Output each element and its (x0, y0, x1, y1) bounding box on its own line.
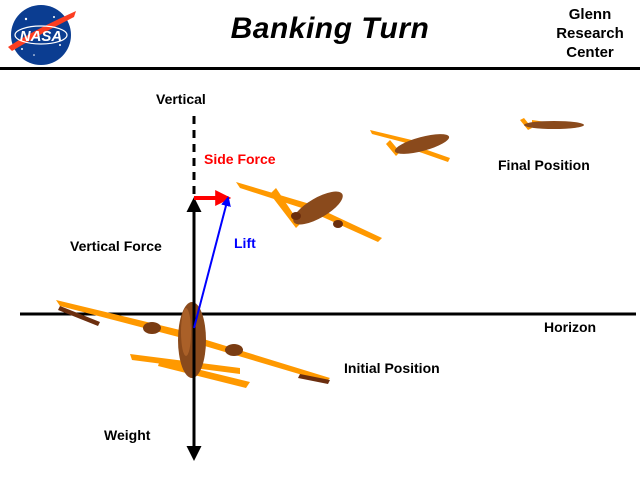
center-line-3: Center (566, 44, 614, 61)
page-title: Banking Turn (230, 12, 430, 45)
nasa-logo-icon: NASA (8, 5, 76, 65)
center-line-1: Glenn (568, 6, 612, 23)
aircraft-initial-position-icon (56, 300, 330, 388)
vertical-label: Vertical (156, 91, 206, 107)
logo-wordmark: NASA (20, 28, 63, 45)
center-line-2: Research (556, 25, 624, 42)
lift-label: Lift (234, 235, 256, 251)
initial-position-label: Initial Position (344, 360, 440, 376)
horizon-label: Horizon (544, 319, 597, 335)
final-position-label: Final Position (498, 157, 590, 173)
lift-arrow (193, 196, 231, 329)
side-force-label: Side Force (204, 151, 276, 167)
research-center-name: Glenn Research Center (540, 5, 640, 62)
aircraft-final-position-icon (520, 118, 584, 130)
aircraft-climbing-icon (370, 130, 450, 162)
aircraft-mid-turn-icon (236, 182, 382, 242)
header-divider (0, 67, 640, 70)
weight-label: Weight (104, 427, 151, 443)
vertical-force-label: Vertical Force (70, 238, 162, 254)
